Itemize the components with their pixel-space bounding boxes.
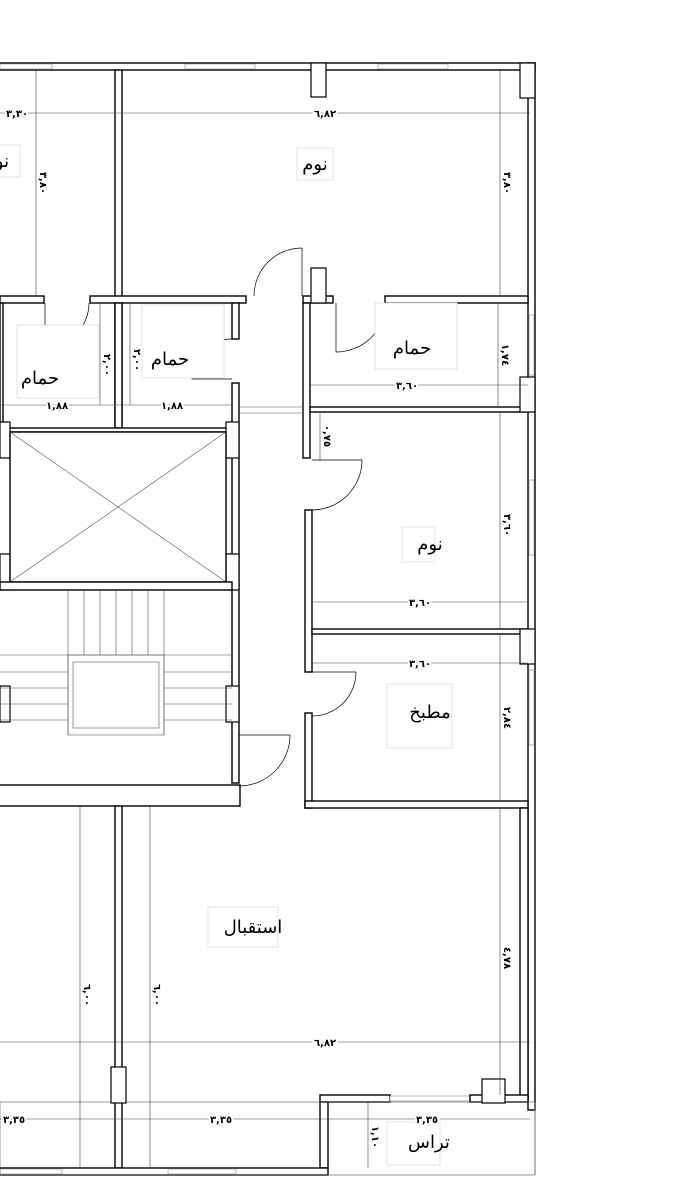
- door-swing: [311, 459, 363, 511]
- door-swing: [238, 734, 291, 787]
- room-labels: نو نوم حمام حمام حمام نوم مطبخ استقبال: [0, 144, 458, 1166]
- dim-reception-height: ٤,٧٨: [501, 947, 512, 969]
- dim-kitchen-width: ٣,٦٠: [409, 659, 431, 670]
- dim-bottom-left-width: ٣,٣٥: [3, 1115, 25, 1126]
- dim-left-bedroom-height: ٣,٨٠: [37, 172, 48, 194]
- dim-bath-right-height: ١,٧٤: [499, 344, 510, 366]
- dim-bath-left-width: ١,٨٨: [46, 401, 68, 412]
- dim-left-room-height: ٦,٠٠: [81, 984, 92, 1006]
- room-label-kitchen: مطبخ: [386, 683, 453, 749]
- room-label-bath-right: حمام: [374, 302, 458, 370]
- door-swing: [253, 247, 303, 297]
- room-label-bedroom-top: نوم: [296, 147, 334, 181]
- svg-text:استقبال: استقبال: [224, 917, 283, 938]
- svg-text:تراس: تراس: [408, 1132, 450, 1153]
- svg-text:نوم: نوم: [302, 154, 327, 175]
- walls: [0, 62, 536, 1176]
- dim-kitchen-height: ٢,٨٤: [501, 707, 512, 729]
- dim-bottom-mid-width: ٣,٣٥: [210, 1115, 232, 1126]
- svg-text:نوم: نوم: [417, 534, 442, 555]
- elevator-shaft: [9, 431, 227, 583]
- dim-reception-width: ٦,٨٢: [314, 1038, 336, 1049]
- dim-reception-left-height: ٦,٠٠: [151, 984, 162, 1006]
- room-label-terrace: تراس: [386, 1121, 450, 1166]
- dim-bath-right-width: ٣,٦٠: [396, 381, 418, 392]
- door-swing: [311, 671, 357, 717]
- dimension-labels: ٣,٣٠ ٦,٨٢ ٣,٨٠ ٣,٨٠ ٢,٠٠ ٢,٠٠ ١,٨٨ ١,٨٨ …: [1, 107, 514, 1150]
- svg-text:مطبخ: مطبخ: [409, 702, 450, 723]
- dim-top-bedroom-width: ٦,٨٢: [314, 109, 336, 120]
- room-label-bath-left: حمام: [16, 324, 100, 399]
- dim-bath-mid-height: ٢,٠٠: [131, 349, 142, 371]
- dim-bath-left-height: ٢,٠٠: [101, 354, 112, 376]
- dim-top-left-width: ٣,٣٠: [6, 109, 28, 120]
- svg-text:حمام: حمام: [21, 368, 59, 389]
- dim-bedroom-mid-width: ٣,٦٠: [409, 598, 431, 609]
- dim-terrace-width: ٣,٣٥: [416, 1115, 438, 1126]
- svg-text:نو: نو: [0, 151, 9, 172]
- dim-bath-mid-width: ١,٨٨: [161, 401, 183, 412]
- dim-top-bedroom-height: ٣,٨٠: [501, 172, 512, 194]
- room-label-reception: استقبال: [207, 906, 283, 948]
- room-label-bedroom-left: نو: [0, 144, 21, 178]
- dim-terrace-depth: ١,١٠: [369, 1126, 380, 1148]
- staircase: [0, 581, 233, 736]
- svg-text:حمام: حمام: [151, 349, 189, 370]
- room-label-bath-mid: حمام: [141, 304, 225, 379]
- dim-corridor-gap: ٠,٧٥: [321, 425, 332, 447]
- room-label-bedroom-mid: نوم: [401, 526, 443, 563]
- dimension-lines: [0, 70, 530, 1168]
- dim-bedroom-mid-height: ٣,٦٠: [501, 514, 512, 536]
- svg-text:حمام: حمام: [393, 338, 431, 359]
